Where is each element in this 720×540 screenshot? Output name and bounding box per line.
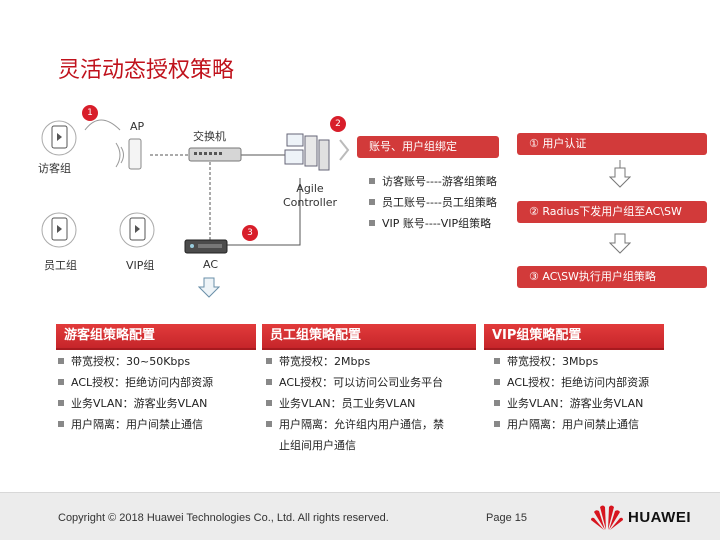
employee-policy-title: 员工组策略配置 — [262, 324, 476, 350]
step-badge-2: 2 — [330, 116, 346, 132]
arrow-down-icon — [608, 232, 632, 254]
binding-item: 访客账号----游客组策略 — [369, 175, 497, 189]
policy-item: ACL授权：可以访问公司业务平台 — [266, 376, 444, 390]
arrow-down-icon — [197, 276, 221, 298]
policy-item: 带宽授权：2Mbps — [266, 355, 444, 369]
ap-label: AP — [130, 120, 145, 133]
ap-icon — [112, 135, 152, 179]
employee-group-label: 员工组 — [44, 259, 77, 272]
switch-label: 交换机 — [193, 130, 226, 143]
page-title: 灵活动态授权策略 — [58, 58, 235, 83]
policy-item: 业务VLAN：游客业务VLAN — [58, 397, 213, 411]
step-badge-1: 1 — [82, 105, 98, 121]
huawei-logo-icon — [590, 503, 624, 535]
brand-name: HUAWEI — [628, 509, 691, 526]
server-icon — [283, 132, 331, 182]
vip-group-label: VIP组 — [126, 259, 155, 272]
ac-icon — [184, 238, 228, 260]
binding-arrow-icon — [338, 138, 358, 166]
page-number: Page 15 — [486, 512, 527, 524]
guest-policy-list: 带宽授权：30~50Kbps ACL授权：拒绝访问内部资源 业务VLAN：游客业… — [58, 355, 213, 432]
vip-policy-title: VIP组策略配置 — [484, 324, 664, 350]
connection-lines — [84, 119, 621, 246]
policy-item: ACL授权：拒绝访问内部资源 — [494, 376, 649, 390]
switch-icon — [188, 146, 243, 168]
vip-policy-list: 带宽授权：3Mbps ACL授权：拒绝访问内部资源 业务VLAN：游客业务VLA… — [494, 355, 649, 432]
guest-device-icon — [40, 118, 78, 164]
employee-policy-list: 带宽授权：2Mbps ACL授权：可以访问公司业务平台 业务VLAN：员工业务V… — [266, 355, 444, 453]
step-badge-3: 3 — [242, 225, 258, 241]
policy-item-continued: 止组间用户通信 — [279, 439, 356, 452]
binding-step: 账号、用户组绑定 — [357, 136, 499, 158]
policy-item: 用户隔离：用户间禁止通信 — [494, 418, 649, 432]
employee-device-icon — [40, 210, 78, 256]
binding-item: VIP 账号----VIP组策略 — [369, 217, 497, 231]
policy-item: 用户隔离：允许组内用户通信，禁 — [266, 418, 444, 432]
vip-device-icon — [118, 210, 156, 256]
policy-item: 业务VLAN：员工业务VLAN — [266, 397, 444, 411]
arrow-down-icon — [608, 166, 632, 188]
flow-step-radius: ② Radius下发用户组至AC\SW — [517, 201, 707, 223]
flow-step-auth: ① 用户认证 — [517, 133, 707, 155]
flow-step-enforce: ③ AC\SW执行用户组策略 — [517, 266, 707, 288]
guest-group-label: 访客组 — [38, 162, 71, 175]
agile-controller-label: Agile Controller — [282, 182, 338, 209]
policy-item: ACL授权：拒绝访问内部资源 — [58, 376, 213, 390]
binding-item: 员工账号----员工组策略 — [369, 196, 497, 210]
policy-item: 用户隔离：用户间禁止通信 — [58, 418, 213, 432]
ac-label: AC — [203, 258, 219, 271]
copyright-text: Copyright © 2018 Huawei Technologies Co.… — [58, 512, 389, 524]
guest-policy-title: 游客组策略配置 — [56, 324, 256, 350]
policy-item: 带宽授权：3Mbps — [494, 355, 649, 369]
policy-item: 业务VLAN：游客业务VLAN — [494, 397, 649, 411]
binding-list: 访客账号----游客组策略 员工账号----员工组策略 VIP 账号----VI… — [369, 175, 497, 231]
policy-item: 带宽授权：30~50Kbps — [58, 355, 213, 369]
